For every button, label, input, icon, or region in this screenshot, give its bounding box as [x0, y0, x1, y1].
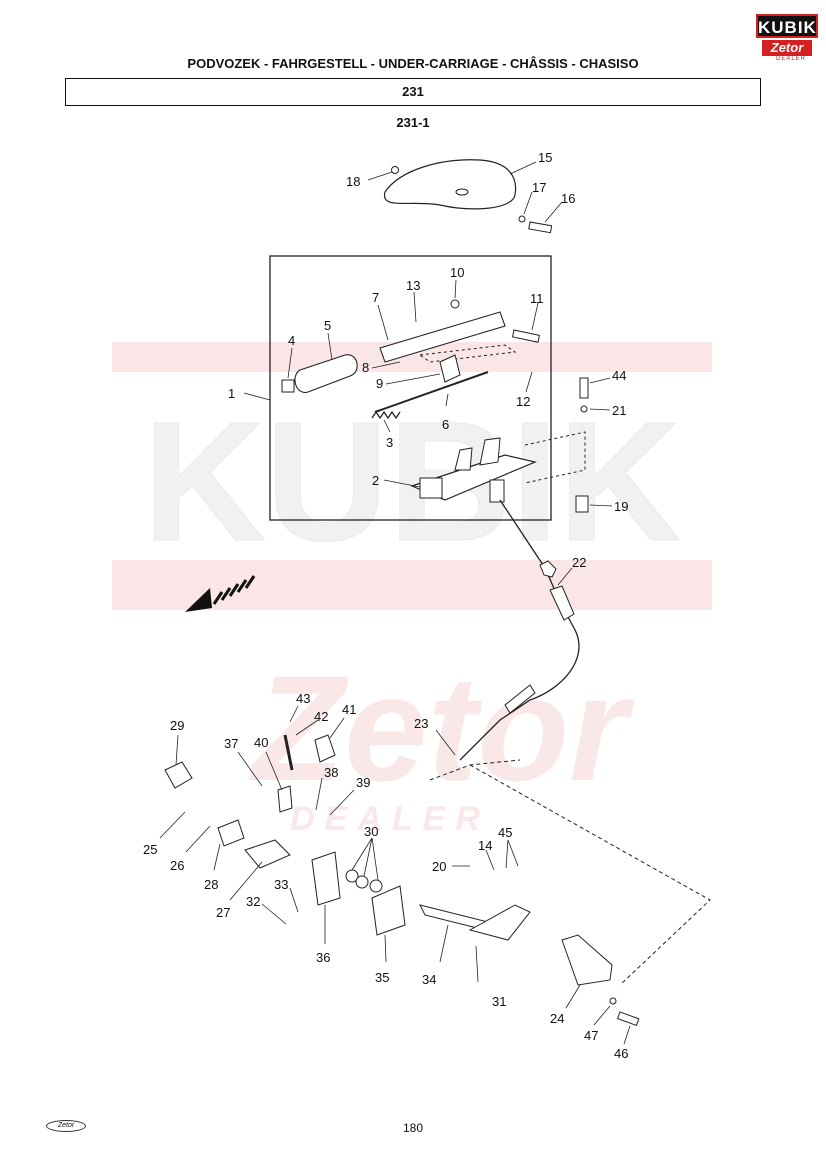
callout-29: 29	[170, 718, 184, 733]
footer-zetor-logo: Zetor	[46, 1120, 86, 1132]
callout-35: 35	[375, 970, 389, 985]
callout-37: 37	[224, 736, 238, 751]
callout-45: 45	[498, 825, 512, 840]
callout-21: 21	[612, 403, 626, 418]
spring-cover-icon	[294, 354, 358, 393]
group-number: 231	[65, 78, 761, 106]
callout-33: 33	[274, 877, 288, 892]
callout-34: 34	[422, 972, 436, 987]
callout-20: 20	[432, 859, 446, 874]
nut-icon	[281, 379, 295, 393]
callout-31: 31	[492, 994, 506, 1009]
callout-32: 32	[246, 894, 260, 909]
subgroup-number: 231-1	[396, 115, 430, 130]
callout-40: 40	[254, 735, 268, 750]
callout-15: 15	[538, 150, 552, 165]
callout-27: 27	[216, 905, 230, 920]
callout-26: 26	[170, 858, 184, 873]
pedal-pad-icon	[383, 159, 517, 210]
lever-plate-icon	[244, 839, 291, 869]
callout-36: 36	[316, 950, 330, 965]
callout-16: 16	[561, 191, 575, 206]
logo-kubik: KUBIK	[756, 14, 818, 38]
bracket-35-icon	[371, 885, 406, 936]
kubik-zetor-logo: KUBIK Zetor DEALER	[756, 14, 818, 66]
callout-24: 24	[550, 1011, 564, 1026]
callout-9: 9	[376, 376, 383, 391]
callout-12: 12	[516, 394, 530, 409]
callout-42: 42	[314, 709, 328, 724]
callout-11: 11	[530, 291, 544, 306]
callout-17: 17	[532, 180, 546, 195]
callout-19: 19	[614, 499, 628, 514]
bracket-36-icon	[311, 851, 341, 906]
watermark-zetor: Zetor	[249, 644, 636, 812]
callout-28: 28	[204, 877, 218, 892]
callout-7: 7	[372, 290, 379, 305]
direction-arrow-icon	[185, 588, 212, 612]
watermark-dealer: DEALER	[290, 800, 490, 838]
bracket-icon	[439, 354, 461, 383]
callout-23: 23	[414, 716, 428, 731]
callout-10: 10	[450, 265, 464, 280]
watermark: KUBIK Zetor DEALER	[112, 342, 712, 838]
page-number: 180	[402, 1121, 424, 1135]
callout-6: 6	[442, 417, 449, 432]
callout-44: 44	[612, 368, 626, 383]
callout-30: 30	[364, 824, 378, 839]
callout-labels: 1 2 3 4 5 6 7 8 9 10 11 12 13 14 15 16 1…	[143, 150, 631, 1061]
callout-13: 13	[406, 278, 420, 293]
logo-dealer: DEALER	[776, 56, 807, 62]
callout-25: 25	[143, 842, 157, 857]
callout-47: 47	[584, 1028, 598, 1043]
callout-18: 18	[346, 174, 360, 189]
callout-5: 5	[324, 318, 331, 333]
callout-1: 1	[228, 386, 235, 401]
callout-14: 14	[478, 838, 492, 853]
callout-43: 43	[296, 691, 310, 706]
callout-8: 8	[362, 360, 369, 375]
rod-icon	[374, 371, 489, 413]
pedal-arm-plate-icon	[379, 311, 506, 363]
callout-4: 4	[288, 333, 295, 348]
cylinder-icon	[164, 761, 193, 789]
callout-46: 46	[614, 1046, 628, 1061]
page-title: PODVOZEK - FAHRGESTELL - UNDER-CARRIAGE …	[187, 56, 639, 71]
callout-39: 39	[356, 775, 370, 790]
callout-3: 3	[386, 435, 393, 450]
callout-41: 41	[342, 702, 356, 717]
control-cable-icon	[459, 499, 580, 761]
watermark-kubik: KUBIK	[143, 387, 681, 577]
logo-zetor: Zetor	[762, 40, 812, 56]
arm-icon	[561, 934, 613, 986]
callout-38: 38	[324, 765, 338, 780]
callout-22: 22	[572, 555, 586, 570]
callout-2: 2	[372, 473, 379, 488]
assembly-frame	[269, 255, 552, 521]
spring-icon	[371, 410, 401, 420]
